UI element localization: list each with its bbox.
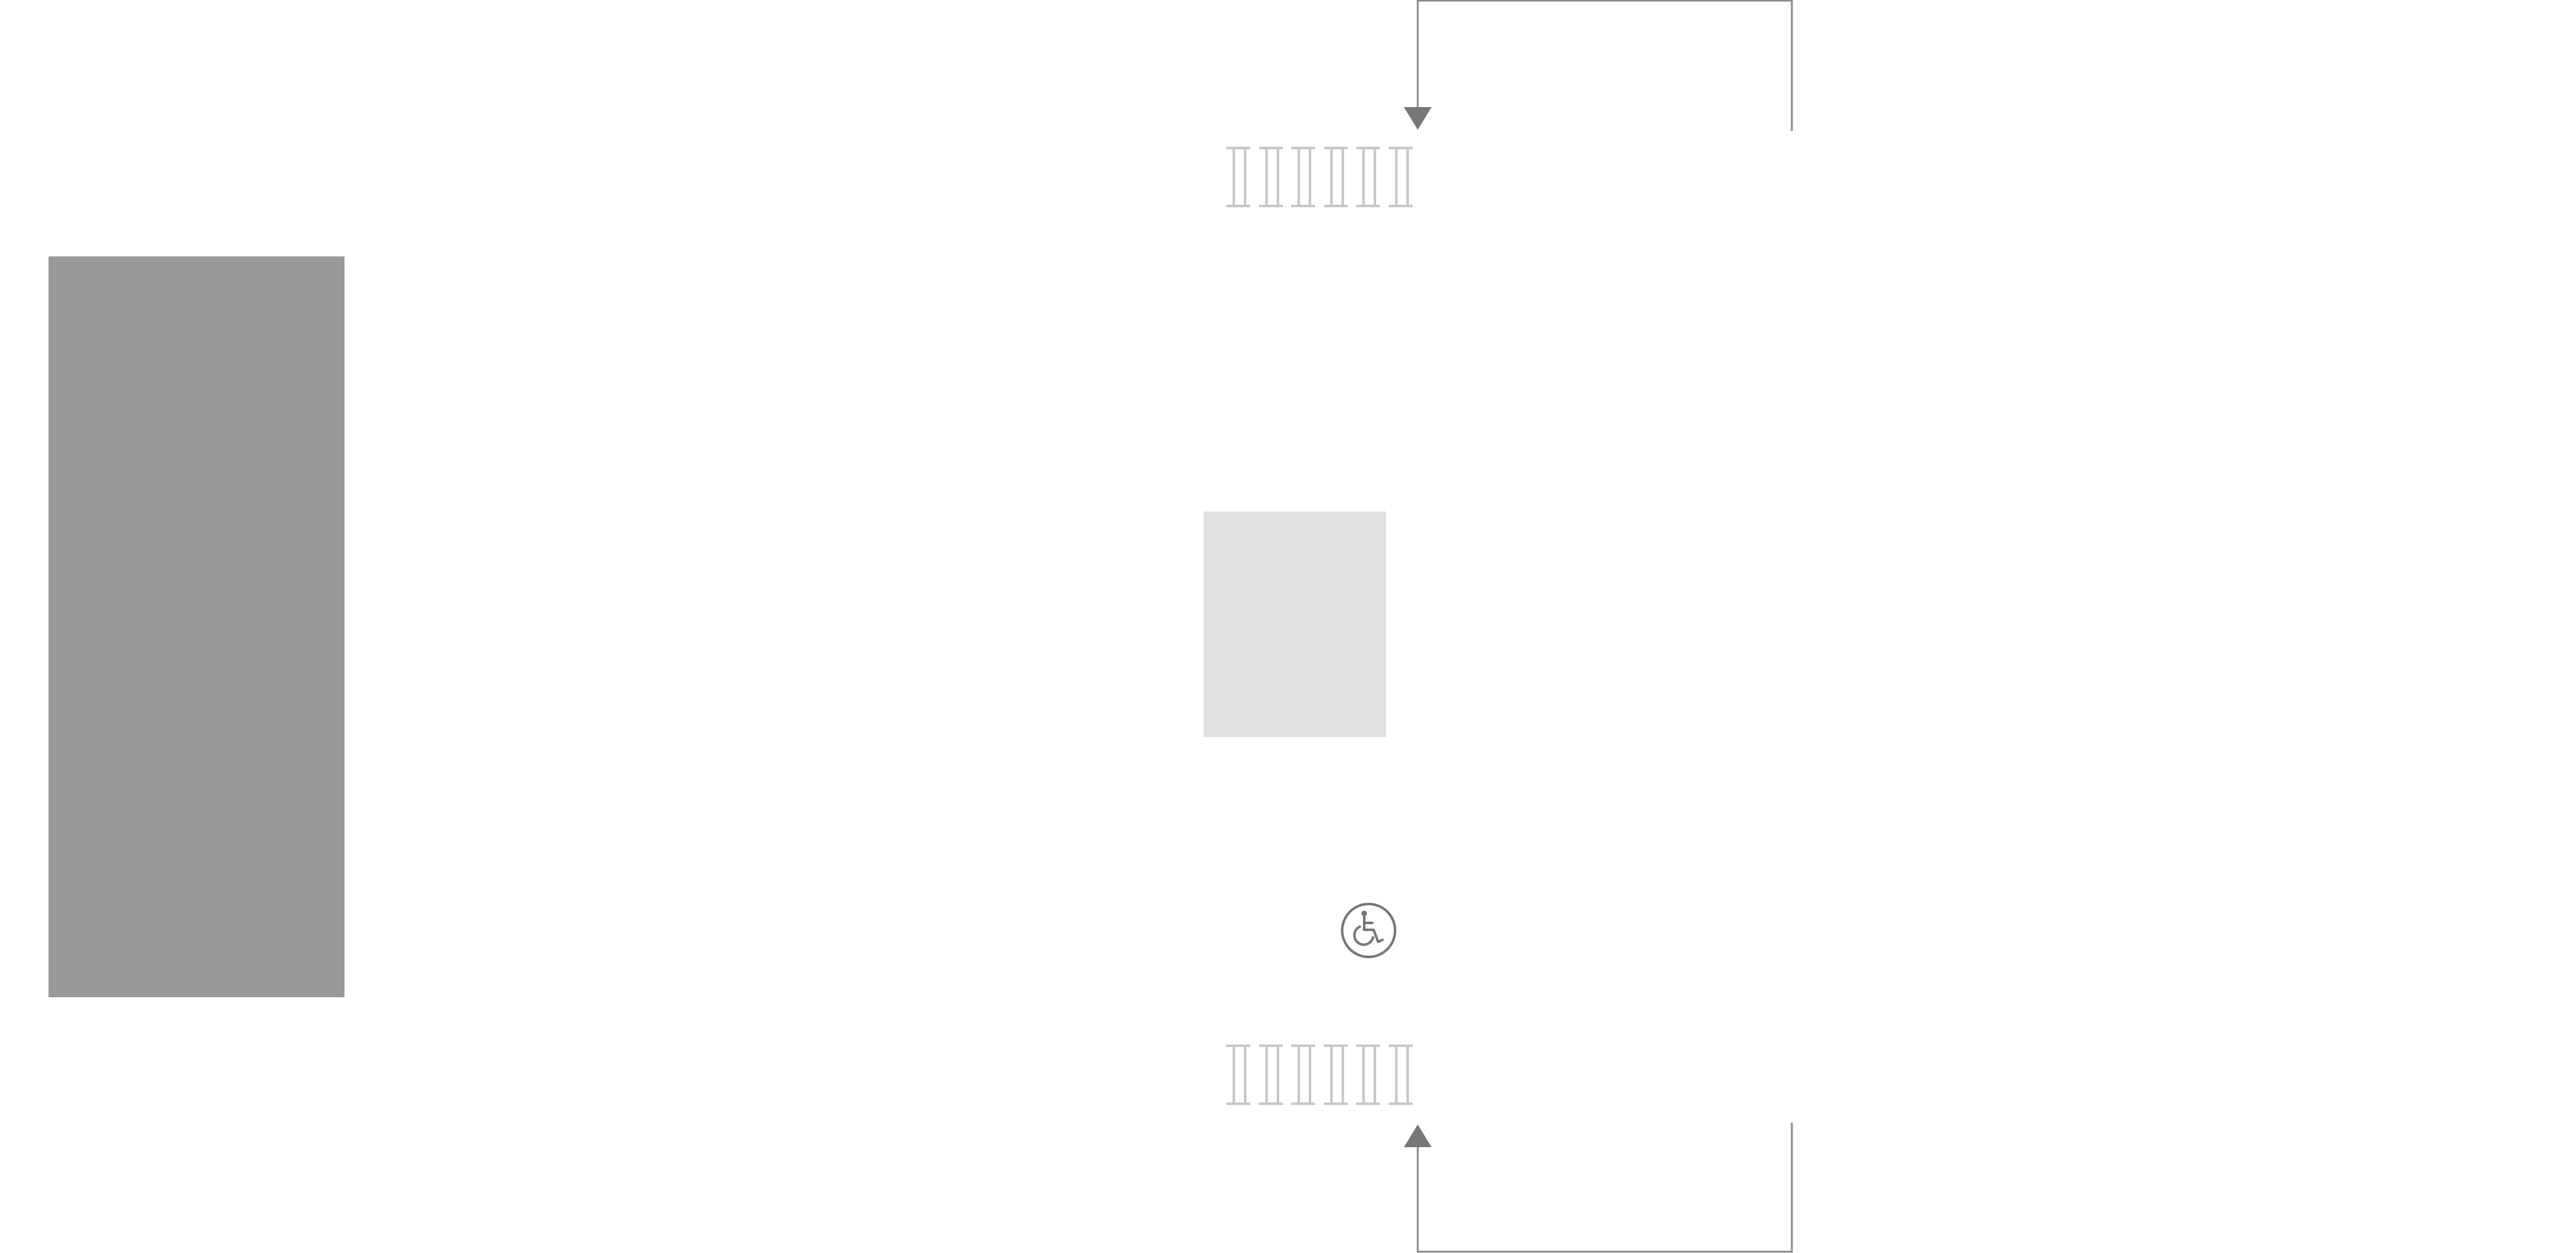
missing-glyph	[1356, 147, 1381, 207]
bottom-label	[1226, 1043, 1413, 1106]
missing-glyph	[1388, 147, 1413, 207]
missing-glyph	[1258, 1044, 1283, 1105]
arrow-up-icon	[1404, 1124, 1432, 1147]
missing-glyph	[1291, 147, 1316, 207]
wheelchair-accessibility-icon	[1341, 903, 1396, 958]
missing-glyph	[1388, 1044, 1413, 1105]
top-connector	[1416, 0, 1793, 131]
missing-glyph	[1226, 147, 1250, 207]
missing-glyph	[1356, 1044, 1381, 1105]
arrow-down-icon	[1404, 107, 1432, 130]
dark-gray-block	[48, 256, 345, 997]
bottom-connector	[1416, 1123, 1793, 1253]
top-label	[1226, 146, 1413, 209]
missing-glyph	[1258, 147, 1283, 207]
light-gray-block	[1204, 512, 1386, 737]
missing-glyph	[1323, 147, 1348, 207]
missing-glyph	[1291, 1044, 1316, 1105]
missing-glyph	[1226, 1044, 1250, 1105]
missing-glyph	[1323, 1044, 1348, 1105]
